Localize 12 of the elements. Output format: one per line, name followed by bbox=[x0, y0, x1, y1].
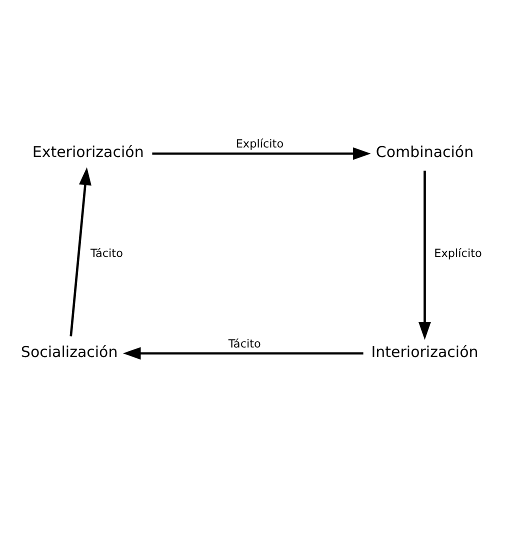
edge-label: Explícito bbox=[236, 137, 284, 150]
node-text: Combinación bbox=[376, 142, 474, 161]
node-text: Socialización bbox=[20, 342, 118, 360]
node-text: Interiorización bbox=[371, 342, 478, 360]
edge-label: Tácito bbox=[90, 246, 123, 260]
arrow bbox=[122, 346, 364, 360]
arrow bbox=[152, 146, 371, 160]
arrow bbox=[418, 170, 431, 340]
edge-label: Explícito bbox=[434, 246, 482, 260]
arrow bbox=[70, 166, 92, 336]
node-text: Exteriorización bbox=[32, 142, 144, 161]
edge-label: Tácito bbox=[228, 336, 261, 350]
